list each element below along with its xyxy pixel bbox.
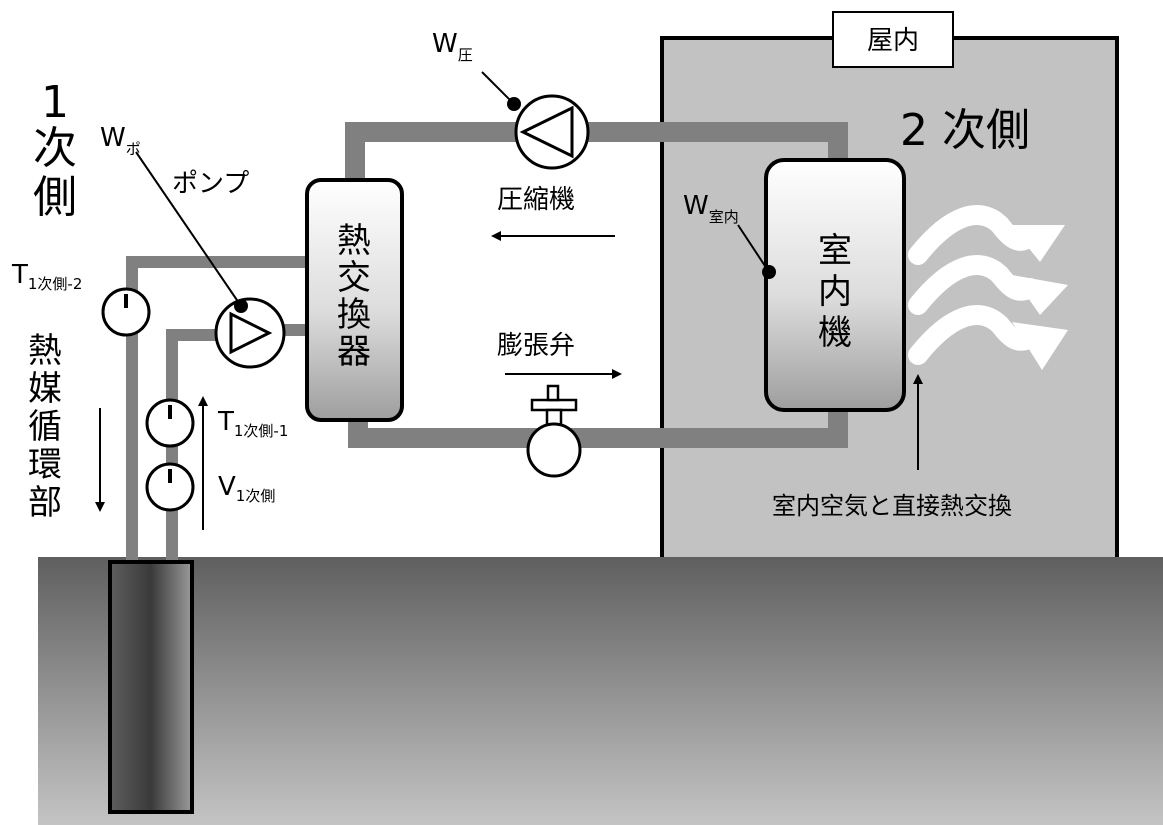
- heat-flow-arrowheads: [1010, 225, 1068, 370]
- t-primary-1-label: T1次側-1: [217, 407, 288, 440]
- gauge-v-primary: [145, 462, 195, 512]
- heat-exchanger: [305, 178, 404, 422]
- gauge-t-primary-2: [101, 287, 151, 337]
- heat-flow-arrows: [908, 205, 1040, 365]
- svg-text:部: 部: [28, 483, 62, 523]
- svg-text:内: 内: [818, 272, 852, 312]
- svg-text:媒: 媒: [28, 369, 62, 409]
- indoor-unit-label: 室 内 機: [818, 231, 852, 353]
- flow-arrows: [95, 231, 923, 530]
- heat-exchanger-label: 熱 交 換 器: [337, 221, 371, 372]
- svg-text:室: 室: [818, 231, 852, 271]
- svg-text:1: 1: [41, 77, 69, 128]
- svg-text:熱: 熱: [28, 331, 62, 371]
- w-pump-dot: [234, 299, 248, 313]
- w-pump-label: Wポ: [100, 123, 141, 158]
- pump: [214, 297, 286, 369]
- gauge-t-primary-1: [145, 398, 195, 448]
- svg-text:交: 交: [337, 258, 371, 298]
- w-compressor-dot: [507, 97, 521, 111]
- refrigerant-loop: [345, 122, 848, 448]
- svg-text:熱: 熱: [337, 221, 371, 261]
- heat-medium-loop-label: 熱 媒 循 環 部: [28, 331, 62, 523]
- svg-text:換: 換: [337, 295, 371, 335]
- secondary-side-label: 2 次側: [900, 105, 1030, 156]
- indoor-unit: [764, 158, 906, 412]
- borehole: [108, 560, 194, 814]
- indoor-label-box: [832, 11, 954, 68]
- w-compressor-label: W圧: [432, 29, 473, 64]
- compressor-label: 圧縮機: [497, 185, 575, 215]
- svg-text:側: 側: [33, 172, 77, 223]
- indoor-label: 屋内: [867, 26, 919, 56]
- primary-side-label: 1 次 側: [33, 77, 77, 223]
- v-primary-label: V1次側: [218, 472, 275, 505]
- w-indoor-label: W室内: [683, 191, 739, 226]
- w-indoor-dot: [762, 265, 776, 279]
- svg-text:環: 環: [28, 445, 62, 485]
- pump-label: ポンプ: [172, 169, 249, 199]
- svg-text:循: 循: [28, 407, 62, 447]
- direct-exchange-label: 室内空気と直接熱交換: [772, 492, 1012, 520]
- expansion-valve: [526, 384, 582, 478]
- svg-text:次: 次: [33, 123, 77, 174]
- compressor: [514, 94, 590, 170]
- leader-lines: [135, 71, 770, 307]
- ground: [38, 557, 1163, 825]
- svg-text:機: 機: [818, 313, 852, 353]
- t-primary-2-label: T1次側-2: [11, 260, 82, 293]
- expansion-valve-label: 膨張弁: [497, 331, 575, 361]
- svg-text:器: 器: [337, 332, 371, 372]
